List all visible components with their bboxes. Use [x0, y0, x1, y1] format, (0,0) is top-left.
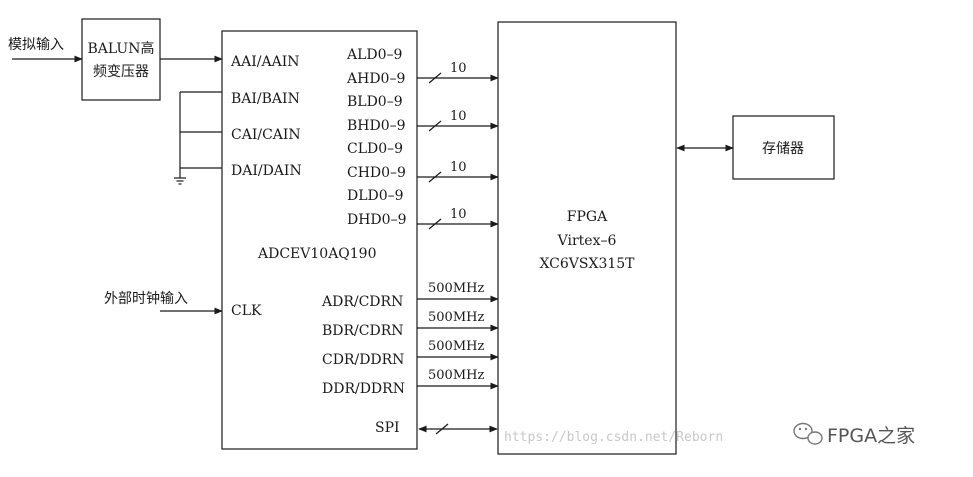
adc-port-chd: CHD0–9: [347, 165, 406, 181]
bus-dhd: [417, 218, 499, 230]
adc-port-dai: DAI/DAIN: [231, 163, 302, 179]
adc-port-bhd: BHD0–9: [347, 118, 406, 134]
clock-freq-label: 500MHz: [428, 368, 484, 383]
adc-port-bld: BLD0–9: [347, 94, 403, 110]
watermark-brand: FPGA之家: [827, 425, 915, 447]
balun-label-line2: 频变压器: [93, 64, 149, 80]
bus-width-label: 10: [450, 109, 467, 124]
balun-label-line1: BALUN高: [88, 40, 155, 57]
adc-port-adr: ADR/CDRN: [321, 294, 403, 310]
ext-clock-label: 外部时钟输入: [104, 290, 188, 307]
clock-freq-label: 500MHz: [428, 310, 484, 325]
clock-freq-label: 500MHz: [428, 281, 484, 296]
clock-freq-label: 500MHz: [428, 339, 484, 354]
adc-port-dld: DLD0–9: [347, 188, 404, 204]
wechat-icon: [793, 422, 823, 445]
bus-width-label: 10: [450, 207, 467, 222]
spi-bus: [418, 423, 498, 435]
adc-port-spi: SPI: [375, 420, 400, 436]
bus-bhd: [417, 120, 499, 132]
adc-port-cai: CAI/CAIN: [231, 127, 301, 143]
fpga-label-line3: XC6VSX315T: [539, 256, 635, 272]
adc-port-ald: ALD0–9: [346, 47, 402, 63]
fpga-label-line2: Virtex–6: [557, 233, 617, 249]
adc-port-cld: CLD0–9: [347, 141, 403, 157]
fpga-label-line1: FPGA: [567, 209, 608, 225]
memory-box: [732, 115, 835, 180]
bus-width-label: 10: [450, 160, 467, 175]
fpga-box: [497, 21, 677, 455]
adc-port-cdr: CDR/DDRN: [322, 352, 404, 368]
bus-ahd: [417, 72, 499, 84]
adc-port-bdr: BDR/CDRN: [322, 323, 404, 339]
adc-port-bai: BAI/BAIN: [231, 91, 300, 107]
ground-icon: [174, 177, 186, 185]
adc-port-ahd: AHD0–9: [346, 71, 405, 87]
bus-width-label: 10: [450, 61, 467, 76]
adc-port-clk: CLK: [231, 303, 262, 319]
adc-chip-box: [221, 30, 418, 450]
adc-port-dhd: DHD0–9: [347, 212, 406, 228]
analog-input-label: 模拟输入: [8, 37, 64, 53]
adc-port-aai: AAI/AAIN: [230, 54, 299, 70]
adc-chip-name: ADCEV10AQ190: [257, 246, 377, 262]
adc-port-ddr: DDR/DDRN: [322, 381, 405, 397]
bus-chd: [417, 171, 499, 183]
balun-transformer-box: [81, 18, 161, 101]
memory-label: 存储器: [762, 141, 804, 157]
watermark-url: https://blog.csdn.net/Reborn: [504, 430, 723, 445]
